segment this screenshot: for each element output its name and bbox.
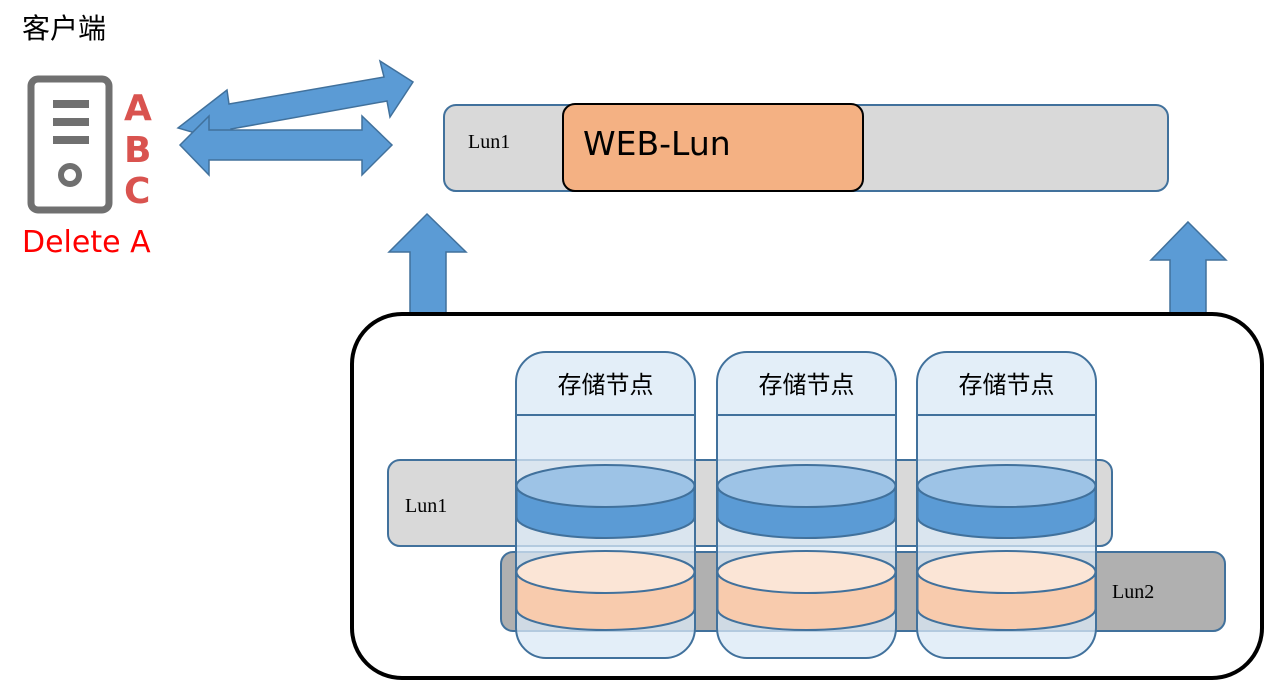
lun1-disk <box>916 464 1097 539</box>
file-b: B <box>124 130 151 171</box>
server-icon <box>27 75 113 214</box>
lun2-disk <box>716 550 897 631</box>
web-lun-container-label: Lun1 <box>468 131 510 153</box>
storage-node-label: 存储节点 <box>558 371 654 399</box>
lun1-label: Lun1 <box>405 495 447 517</box>
lun2-disk <box>916 550 1097 631</box>
storage-node: 存储节点 <box>515 351 696 659</box>
delete-annotation: Delete A <box>22 225 151 260</box>
file-a: A <box>124 88 152 129</box>
storage-node: 存储节点 <box>916 351 1097 659</box>
storage-node: 存储节点 <box>716 351 897 659</box>
storage-node-label: 存储节点 <box>959 371 1055 399</box>
lun2-label: Lun2 <box>1112 581 1154 603</box>
web-lun-box <box>562 103 864 192</box>
web-lun-label: WEB-Lun <box>583 124 731 163</box>
double-arrow-lower <box>178 114 394 177</box>
lun2-disk <box>515 550 696 631</box>
client-title: 客户端 <box>22 12 106 45</box>
file-c: C <box>124 171 150 212</box>
lun1-disk <box>515 464 696 539</box>
lun1-disk <box>716 464 897 539</box>
storage-node-label: 存储节点 <box>759 371 855 399</box>
